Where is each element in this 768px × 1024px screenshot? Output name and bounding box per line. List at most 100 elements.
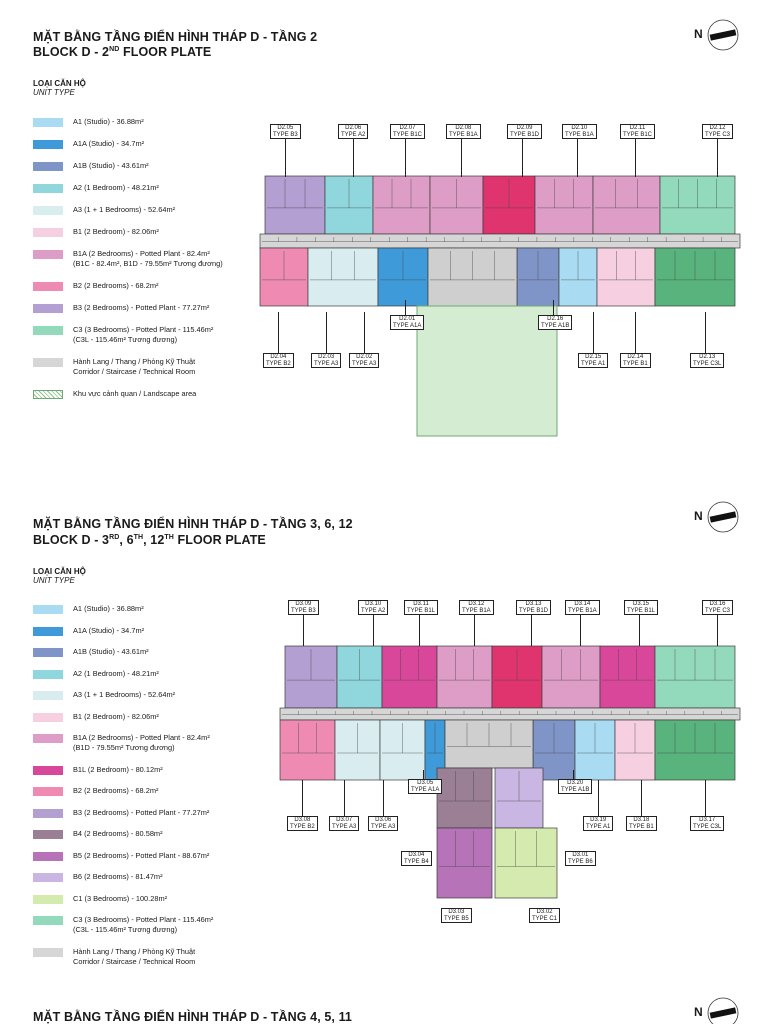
label-leader-line: [573, 770, 574, 779]
core-stair-lift-rooms: [430, 251, 515, 281]
legend-swatch: [33, 206, 63, 215]
label-leader-line: [423, 770, 424, 779]
unit-b1d-rooms: [485, 179, 533, 209]
unit-a1b-rooms: [519, 251, 557, 281]
label-leader-line: [326, 312, 327, 353]
unit-b1-rooms: [617, 723, 653, 754]
unit-b1l-rooms: [602, 649, 653, 681]
label-leader-line: [405, 300, 406, 315]
legend-item: B3 (2 Bedrooms) - Potted Plant - 77.27m²: [33, 303, 209, 313]
unit-c3-rooms: [657, 649, 733, 681]
unit-b3-rooms: [267, 179, 323, 209]
unit-b1l: [381, 645, 438, 709]
unit-a1a-rooms: [427, 723, 443, 754]
unit-a1a-rooms: [380, 251, 426, 281]
unit-b1l-rooms: [384, 649, 435, 681]
section-title-en: BLOCK D - 2ND FLOOR PLATE: [33, 45, 212, 59]
section-title-vi: MẶT BẰNG TẦNG ĐIỂN HÌNH THÁP D - TẦNG 3,…: [33, 517, 353, 531]
legend-label: B5 (2 Bedrooms) - Potted Plant - 88.67m²: [73, 850, 210, 860]
unit-b1a-rooms: [432, 179, 481, 209]
label-leader-line: [419, 615, 420, 646]
unit-a3-rooms: [382, 723, 423, 754]
unit-type-heading-vi: LOẠI CĂN HỘ: [33, 567, 86, 576]
legend-item: B2 (2 Bedrooms) - 68.2m²: [33, 281, 158, 291]
section-title-en: BLOCK D - 3RD, 6TH, 12TH FLOOR PLATE: [33, 533, 266, 547]
unit-b4: [436, 767, 493, 829]
legend-item: A2 (1 Bedroom) - 48.21m²: [33, 183, 159, 193]
legend-swatch: [33, 358, 63, 367]
label-leader-line: [553, 300, 554, 315]
unit-a2-rooms: [327, 179, 371, 209]
legend-label: B1A (2 Bedrooms) - Potted Plant - 82.4m²…: [73, 249, 223, 268]
unit-b1c-rooms: [375, 179, 428, 209]
legend-swatch: [33, 282, 63, 291]
legend-label: B2 (2 Bedrooms) - 68.2m²: [73, 786, 159, 795]
floor-plan-3-6-12: [255, 590, 745, 930]
legend-swatch: [33, 734, 63, 743]
unit-type-heading-vi: LOẠI CĂN HỘ: [33, 79, 86, 88]
legend-item: C3 (3 Bedrooms) - Potted Plant - 115.46m…: [33, 915, 213, 935]
legend-item: C1 (3 Bedrooms) - 100.28m²: [33, 894, 167, 904]
legend-item: B5 (2 Bedrooms) - Potted Plant - 88.67m²: [33, 851, 209, 861]
label-leader-line: [577, 139, 578, 177]
legend-swatch: [33, 830, 63, 839]
legend-item: A3 (1 + 1 Bedrooms) - 52.64m²: [33, 205, 175, 215]
legend-label: B1 (2 Bedroom) - 82.06m²: [73, 227, 159, 236]
legend-label: A1A (Studio) - 34.7m²: [73, 625, 145, 635]
label-leader-line: [717, 615, 718, 646]
floor-plan-section-3-6-12: MẶT BẰNG TẦNG ĐIỂN HÌNH THÁP D - TẦNG 3,…: [33, 501, 745, 966]
legend-swatch: [33, 140, 63, 149]
legend-label: C1 (3 Bedrooms) - 100.28m²: [73, 893, 168, 903]
legend-swatch: [33, 118, 63, 127]
legend-label: A2 (1 Bedroom) - 48.21m²: [73, 183, 159, 192]
unit-c3-rooms: [662, 179, 733, 209]
unit-b1c: [372, 175, 431, 235]
unit-b1-rooms: [599, 251, 653, 281]
legend-swatch: [33, 626, 63, 636]
legend-swatch: [33, 691, 63, 700]
unit-a2-rooms: [339, 649, 380, 681]
unit-b6-rooms: [497, 771, 541, 802]
legend-label: B1L (2 Bedroom) - 80.12m²: [73, 764, 163, 774]
legend-item: Khu vực cảnh quan / Landscape area: [33, 389, 196, 399]
legend-label: A3 (1 + 1 Bedrooms) - 52.64m²: [73, 690, 176, 699]
legend-swatch: [33, 765, 63, 775]
legend-item: A1A (Studio) - 34.7m²: [33, 139, 144, 149]
unit-type-heading-en: UNIT TYPE: [33, 88, 75, 97]
unit-type-heading-en: UNIT TYPE: [33, 576, 75, 585]
unit-b5: [436, 827, 493, 899]
legend-item: B1A (2 Bedrooms) - Potted Plant - 82.4m²…: [33, 249, 223, 269]
unit-b1c-rooms: [595, 179, 658, 209]
legend-label: B3 (2 Bedrooms) - Potted Plant - 77.27m²: [73, 303, 210, 312]
north-compass-icon: N: [694, 996, 740, 1024]
legend-item: B6 (2 Bedrooms) - 81.47m²: [33, 872, 163, 882]
label-leader-line: [635, 139, 636, 177]
legend-item: B1 (2 Bedroom) - 82.06m²: [33, 227, 159, 237]
section-title-vi: MẶT BẰNG TẦNG ĐIỂN HÌNH THÁP D - TẦNG 4,…: [33, 1010, 352, 1024]
legend-label: A2 (1 Bedroom) - 48.21m²: [73, 668, 159, 678]
legend-label: C3 (3 Bedrooms) - Potted Plant - 115.46m…: [73, 325, 214, 344]
label-leader-line: [598, 780, 599, 816]
legend-label: B2 (2 Bedrooms) - 68.2m²: [73, 281, 159, 290]
label-leader-line: [705, 312, 706, 353]
